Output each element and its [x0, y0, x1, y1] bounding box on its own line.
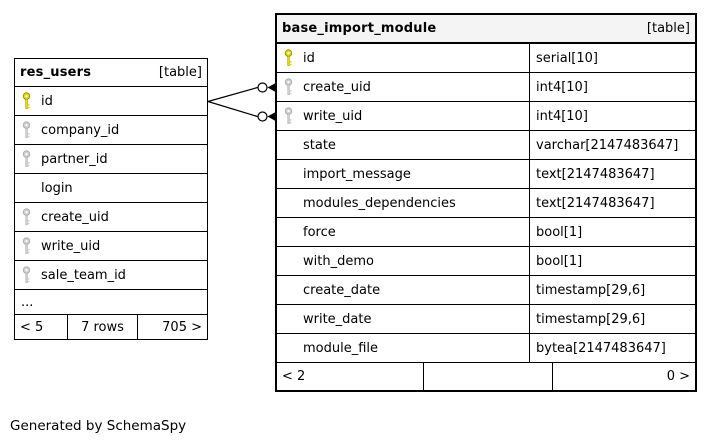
generated-by-caption: Generated by SchemaSpy [10, 418, 187, 434]
column-name: id [303, 50, 315, 66]
column-name: modules_dependencies [303, 195, 456, 211]
column-type: timestamp[29,6] [529, 305, 695, 333]
column-row-write_uid: write_uid int4[10] [277, 102, 695, 131]
foreign-key-icon [22, 208, 31, 225]
footer-right-cell: 705 > [162, 319, 202, 335]
footer-left-cell: < 2 [282, 369, 306, 384]
column-row-company_id: company_id [15, 116, 207, 145]
key-slot [21, 92, 41, 110]
column-name: create_uid [41, 209, 109, 225]
primary-key-icon [284, 49, 293, 66]
key-slot [21, 208, 41, 226]
table-type-badge: [table] [646, 21, 690, 36]
column-type: timestamp[29,6] [529, 276, 695, 304]
footer-center-cell [423, 363, 553, 390]
foreign-key-icon [284, 78, 293, 95]
key-slot [21, 121, 41, 139]
open-dot-marker [257, 111, 268, 122]
table-res-users: res_users [table] id company_id partner_id… [14, 58, 208, 340]
column-row-state: state varchar[2147483647] [277, 131, 695, 160]
column-row-id: id [15, 87, 207, 116]
foreign-key-icon [22, 266, 31, 283]
column-row-create_uid: create_uid [15, 203, 207, 232]
column-row-with_demo: with_demo bool[1] [277, 247, 695, 276]
footer-left-cell: < 5 [20, 319, 44, 335]
column-name: write_date [303, 311, 372, 327]
column-row-import_message: import_message text[2147483647] [277, 160, 695, 189]
column-name: with_demo [303, 253, 374, 269]
column-row-create_date: create_date timestamp[29,6] [277, 276, 695, 305]
primary-key-icon [22, 92, 31, 109]
open-dot-marker [257, 82, 268, 93]
column-name: login [41, 180, 73, 196]
footer-rows-count: 7 rows [67, 315, 138, 339]
column-name: id [41, 93, 53, 109]
column-name: company_id [41, 122, 120, 138]
column-row-partner_id: partner_id [15, 145, 207, 174]
column-type: varchar[2147483647] [529, 131, 695, 159]
column-row-id: id serial[10] [277, 44, 695, 73]
column-type: int4[10] [529, 102, 695, 130]
column-row-write_uid: write_uid [15, 232, 207, 261]
key-slot [21, 266, 41, 284]
column-type: bool[1] [529, 218, 695, 246]
key-slot [21, 150, 41, 168]
table-name-base-import-module[interactable]: base_import_module [282, 21, 437, 36]
foreign-key-icon [284, 107, 293, 124]
column-type: text[2147483647] [529, 189, 695, 217]
column-name: ... [21, 294, 34, 310]
column-row-force: force bool[1] [277, 218, 695, 247]
foreign-key-icon [22, 121, 31, 138]
table-footer-res-users: < 5 7 rows 705 > [15, 315, 207, 339]
column-type: int4[10] [529, 73, 695, 101]
key-slot [283, 107, 303, 125]
column-name: sale_team_id [41, 267, 126, 283]
column-name: write_uid [303, 108, 363, 124]
table-header-base-import-module: base_import_module [table] [277, 15, 695, 44]
column-name: import_message [303, 166, 411, 182]
column-name: force [303, 224, 336, 240]
column-row-write_date: write_date timestamp[29,6] [277, 305, 695, 334]
key-slot [21, 237, 41, 255]
column-type: text[2147483647] [529, 160, 695, 188]
column-type: bool[1] [529, 247, 695, 275]
column-name: write_uid [41, 238, 101, 254]
table-name-res-users[interactable]: res_users [20, 65, 92, 80]
foreign-key-icon [22, 237, 31, 254]
table-footer-base-import-module: < 2 0 > [277, 363, 695, 390]
column-row-ellipsis: ... [15, 290, 207, 315]
column-name: create_uid [303, 79, 371, 95]
foreign-key-icon [22, 150, 31, 167]
column-name: state [303, 137, 336, 153]
table-header-res-users: res_users [table] [15, 59, 207, 87]
column-name: module_file [303, 340, 379, 356]
column-type: bytea[2147483647] [529, 334, 695, 362]
column-row-login: login [15, 174, 207, 203]
column-name: partner_id [41, 151, 108, 167]
table-type-badge: [table] [158, 65, 202, 80]
footer-right-cell: 0 > [666, 369, 690, 384]
column-name: create_date [303, 282, 381, 298]
column-row-modules_dependencies: modules_dependencies text[2147483647] [277, 189, 695, 218]
column-row-create_uid: create_uid int4[10] [277, 73, 695, 102]
column-type: serial[10] [529, 44, 695, 72]
column-row-module_file: module_file bytea[2147483647] [277, 334, 695, 363]
column-row-sale_team_id: sale_team_id [15, 261, 207, 290]
key-slot [283, 49, 303, 67]
fk-connector-create-uid [207, 82, 276, 103]
fk-connector-write-uid [207, 100, 276, 122]
key-slot [283, 78, 303, 96]
